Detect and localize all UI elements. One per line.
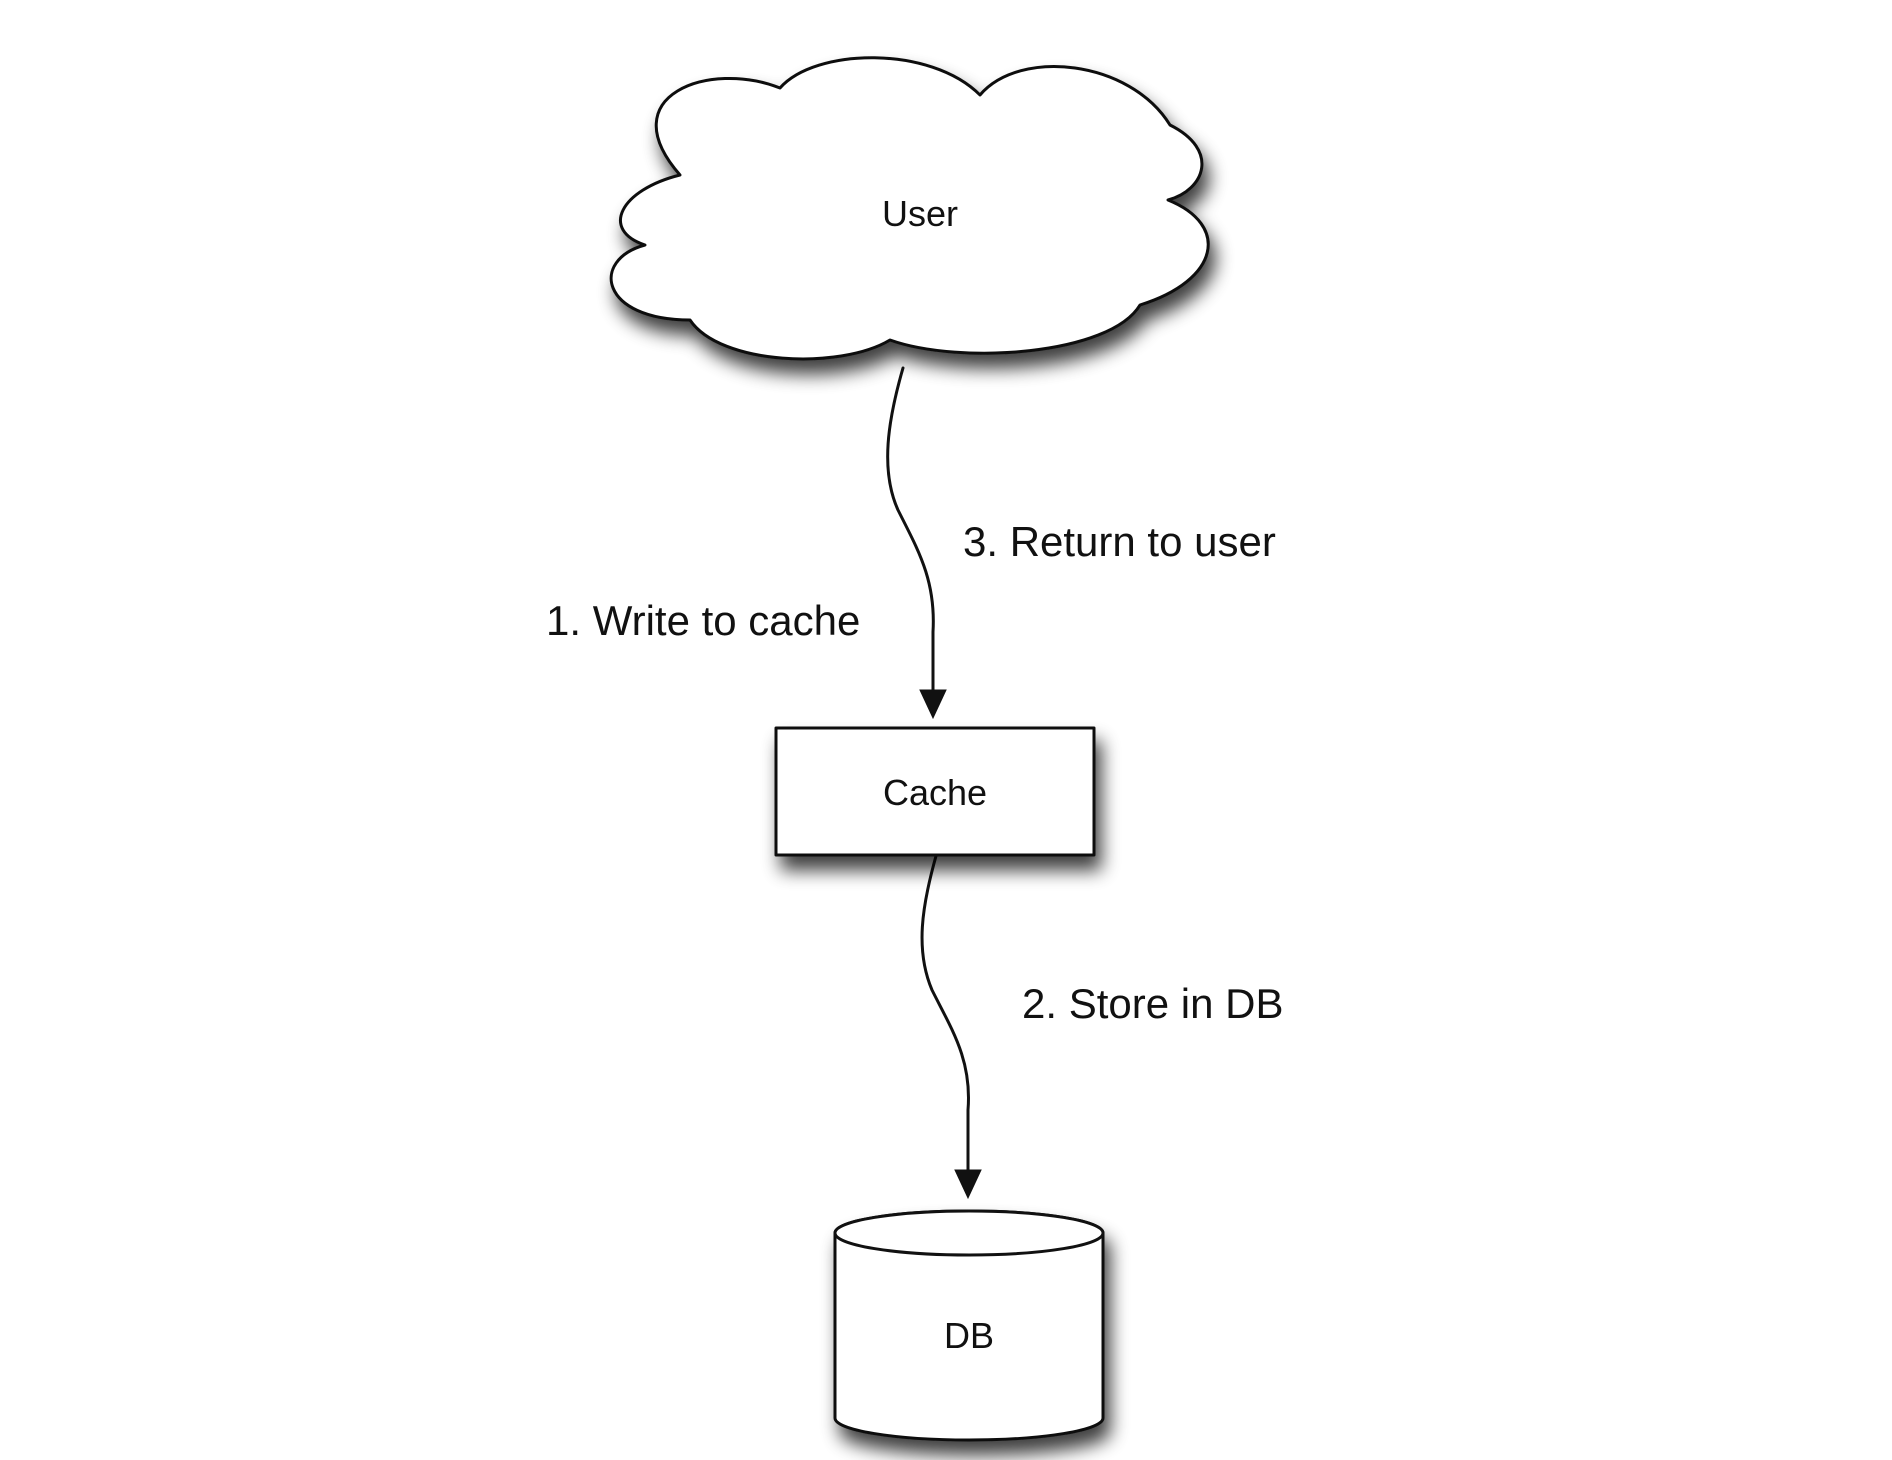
edge-label-return-to-user: 3. Return to user [963, 518, 1276, 565]
node-db: DB [833, 1209, 1105, 1442]
edge-cache-to-db-line [920, 854, 971, 1172]
db-cylinder-top [833, 1209, 1105, 1257]
arrowhead-to-db [954, 1169, 982, 1200]
edge-label-write-to-cache: 1. Write to cache [546, 597, 860, 644]
node-cache: Cache [774, 726, 1096, 857]
node-user: User [609, 56, 1210, 361]
edge-user-to-cache [886, 366, 947, 720]
edge-label-store-in-db: 2. Store in DB [1022, 980, 1283, 1027]
node-label-user: User [882, 193, 958, 234]
cloud-shape [609, 56, 1210, 361]
cache-box [774, 726, 1096, 857]
node-label-cache: Cache [883, 772, 987, 813]
edge-user-to-cache-line [886, 366, 935, 692]
node-label-db: DB [944, 1315, 994, 1356]
edge-cache-to-db [920, 854, 982, 1200]
arrowhead-to-cache [919, 689, 947, 720]
